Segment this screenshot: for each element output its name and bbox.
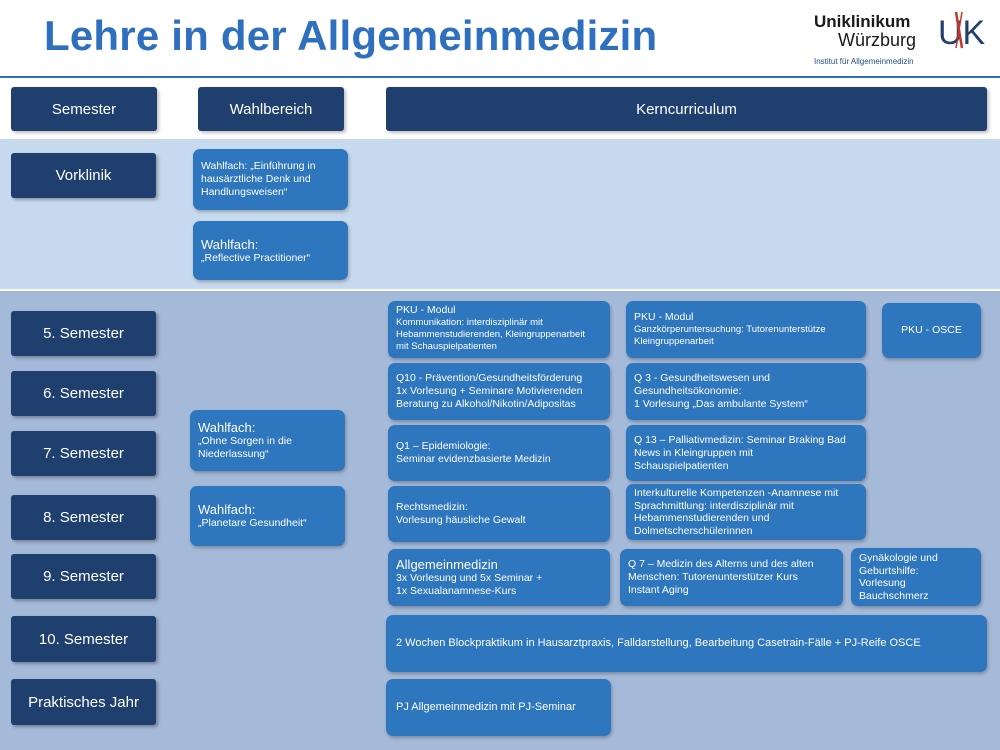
q7-line: Instant Aging [628,584,689,596]
semester-5: 5. Semester [11,311,156,356]
semester-10: 10. Semester [11,616,156,662]
q10-praevention: Q10 - Prävention/Gesundheitsförderung 1x… [388,363,610,420]
interkulturelle-line: Dolmetscherschülerinnen [634,524,753,537]
q7-line: Q 7 – Medizin des Alterns und des alten [628,558,814,570]
rechtsmedizin-line: Vorlesung häusliche Gewalt [396,514,526,526]
gynaekologie-line: Geburtshilfe: [859,564,919,577]
q10-line: Beratung zu Alkohol/Nikotin/Adipositas [396,398,576,410]
gynaekologie-line: Gynäkologie und [859,552,938,564]
q1-line: Q1 – Epidemiologie: [396,440,491,452]
pku-kommunikation-line: Kommunikation: interdisziplinär mit [396,317,543,328]
pku-osce: PKU - OSCE [882,303,981,358]
pj-allgemeinmedizin-text: PJ Allgemeinmedizin mit PJ-Seminar [396,701,576,713]
pku-ganzkoerper-line: Ganzkörperuntersuchung: Tutorenunterstüt… [634,324,826,335]
q13-palliativmedizin: Q 13 – Palliativmedizin: Seminar Braking… [626,425,866,481]
semester-praktisches-jahr: Praktisches Jahr [11,679,156,725]
gynaekologie-line: Bauchschmerz [859,589,929,602]
page-title: Lehre in der Allgemeinmedizin [44,12,658,59]
wahlfach-ohne-sorgen-line: Niederlassung“ [198,448,269,460]
interkulturelle-line: Sprachmittlung: interdisziplinär mit [634,499,794,512]
q7-alternsmedizin: Q 7 – Medizin des Alterns und des alten … [620,549,843,606]
vorklinik-band [0,139,1000,289]
semester-8: 8. Semester [11,495,156,540]
allgemeinmedizin-line: 3x Vorlesung und 5x Seminar + [396,572,543,584]
q13-line: News in Kleingruppen mit [634,446,754,459]
wahlfach-einfuehrung-line: hausärztliche Denk und [201,173,311,185]
wahlfach-einfuehrung-line: Handlungsweisen“ [201,186,288,198]
wahlfach-planetare-line: Wahlfach: [198,502,256,517]
wahlfach-ohne-sorgen: Wahlfach: „Ohne Sorgen in die Niederlass… [190,410,345,471]
gynaekologie-line: Vorlesung [859,577,906,589]
q13-line: Q 13 – Palliativmedizin: Seminar Braking… [634,433,846,446]
pku-ganzkoerper-line: PKU - Modul [634,311,694,323]
wahlfach-einfuehrung: Wahlfach: „Einführung in hausärztliche D… [193,149,348,210]
header-semester: Semester [11,87,157,131]
wahlfach-ohne-sorgen-line: Wahlfach: [198,420,256,435]
wahlfach-einfuehrung-line: Wahlfach: „Einführung in [201,160,316,172]
q3-line: Q 3 - Gesundheitswesen und [634,372,770,384]
interkulturelle-line: Hebammenstudierenden und [634,512,770,524]
wahlfach-planetare: Wahlfach: „Planetare Gesundheit“ [190,486,345,546]
q10-line: 1x Vorlesung + Seminare Motivierenden [396,385,583,397]
allgemeinmedizin: Allgemeinmedizin 3x Vorlesung und 5x Sem… [388,549,610,606]
wahlfach-ohne-sorgen-line: „Ohne Sorgen in die [198,435,292,447]
pku-ganzkoerper: PKU - Modul Ganzkörperuntersuchung: Tuto… [626,301,866,358]
header-wahlbereich: Wahlbereich [198,87,344,131]
wahlfach-reflective-line: Wahlfach: [201,236,259,252]
blockpraktikum: 2 Wochen Blockpraktikum in Hausarztpraxi… [386,615,987,672]
pku-kommunikation-line: mit Schauspielpatienten [396,341,497,352]
q7-line: Menschen: Tutorenunterstützer Kurs [628,571,798,583]
blockpraktikum-text: 2 Wochen Blockpraktikum in Hausarztpraxi… [396,637,921,649]
q10-line: Q10 - Prävention/Gesundheitsförderung [396,372,583,384]
logo-line-3: Institut für Allgemeinmedizin [814,57,914,66]
semester-9: 9. Semester [11,554,156,599]
q3-gesundheitswesen: Q 3 - Gesundheitswesen und Gesundheitsök… [626,363,866,420]
logo-line-1: Uniklinikum [814,12,911,31]
q13-line: Schauspielpatienten [634,459,729,472]
uk-logo-icon: UK [938,11,986,52]
rechtsmedizin: Rechtsmedizin: Vorlesung häusliche Gewal… [388,486,610,542]
pku-ganzkoerper-line: Kleingruppenarbeit [634,336,714,347]
allgemeinmedizin-line: 1x Sexualanamnese-Kurs [396,585,517,597]
interkulturelle-kompetenzen: Interkulturelle Kompetenzen -Anamnese mi… [626,484,866,540]
wahlfach-planetare-line: „Planetare Gesundheit“ [198,517,307,529]
header-divider [0,76,1000,78]
q1-line: Seminar evidenzbasierte Medizin [396,453,551,465]
q1-epidemiologie: Q1 – Epidemiologie: Seminar evidenzbasie… [388,425,610,481]
semester-vorklinik: Vorklinik [11,153,156,198]
uniklinikum-logo: Uniklinikum Würzburg Institut für Allgem… [812,10,992,70]
wahlfach-reflective: Wahlfach: „Reflective Practitioner“ [193,221,348,280]
semester-7: 7. Semester [11,431,156,476]
rechtsmedizin-line: Rechtsmedizin: [396,501,468,513]
q3-line: Gesundheitsökonomie: [634,385,742,397]
pj-allgemeinmedizin: PJ Allgemeinmedizin mit PJ-Seminar [386,679,611,736]
q3-line: 1 Vorlesung „Das ambulante System“ [634,398,808,410]
pku-kommunikation-line: PKU - Modul [396,304,456,316]
allgemeinmedizin-title: Allgemeinmedizin [396,557,498,572]
pku-kommunikation: PKU - Modul Kommunikation: interdiszipli… [388,301,610,358]
interkulturelle-line: Interkulturelle Kompetenzen -Anamnese mi… [634,487,839,499]
semester-6: 6. Semester [11,371,156,416]
wahlfach-reflective-line: „Reflective Practitioner“ [201,251,311,264]
header-kerncurriculum: Kerncurriculum [386,87,987,131]
gynaekologie: Gynäkologie und Geburtshilfe: Vorlesung … [851,548,981,606]
pku-kommunikation-line: Hebammenstudierenden, Kleingruppenarbeit [396,329,586,340]
logo-line-2: Würzburg [838,30,917,50]
